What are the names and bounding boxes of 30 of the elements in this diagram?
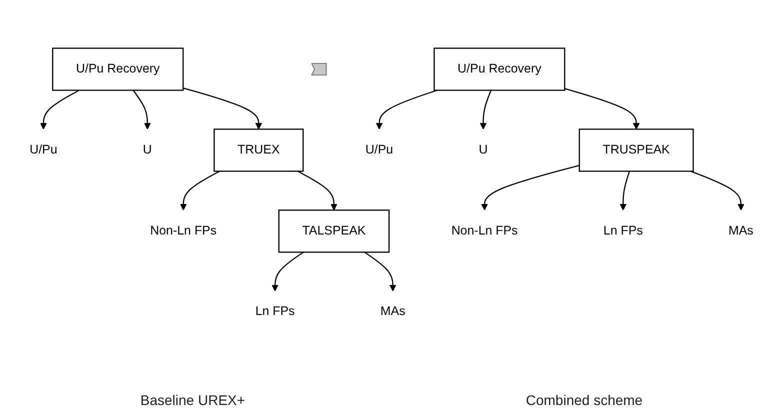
arrow: [564, 88, 640, 130]
node-text: Non-Ln FPs: [150, 224, 217, 238]
node-text: U: [142, 144, 152, 157]
node-text: MAs: [728, 224, 754, 238]
node-text: Non-Ln FPs: [451, 224, 518, 238]
node-text: Ln FPs: [255, 305, 295, 319]
node-box: U/Pu Recovery: [434, 48, 566, 92]
arrow: [364, 252, 396, 292]
node-box: TRUSPEAK: [578, 128, 694, 172]
arrow: [180, 171, 220, 211]
node-box: U/Pu Recovery: [52, 48, 184, 92]
arrow: [481, 165, 580, 211]
node-text: U/Pu: [365, 144, 394, 157]
arrow: [182, 88, 262, 130]
node-box: TALSPEAK: [278, 210, 390, 254]
arrow: [480, 90, 492, 130]
node-box: TRUEX: [214, 128, 304, 172]
arrow: [40, 90, 80, 130]
arrow: [620, 171, 630, 211]
arrow: [690, 171, 744, 211]
node-text: Ln FPs: [603, 224, 643, 238]
arrow: [272, 252, 304, 292]
arrow: [132, 90, 151, 130]
scheme-caption: Baseline UREX+: [140, 392, 246, 408]
arrow: [297, 171, 338, 211]
arrow: [376, 90, 438, 130]
node-text: U/Pu: [30, 144, 58, 157]
node-text: U: [478, 144, 488, 157]
scheme-caption: Combined scheme: [526, 392, 643, 408]
node-text: MAs: [380, 305, 406, 319]
